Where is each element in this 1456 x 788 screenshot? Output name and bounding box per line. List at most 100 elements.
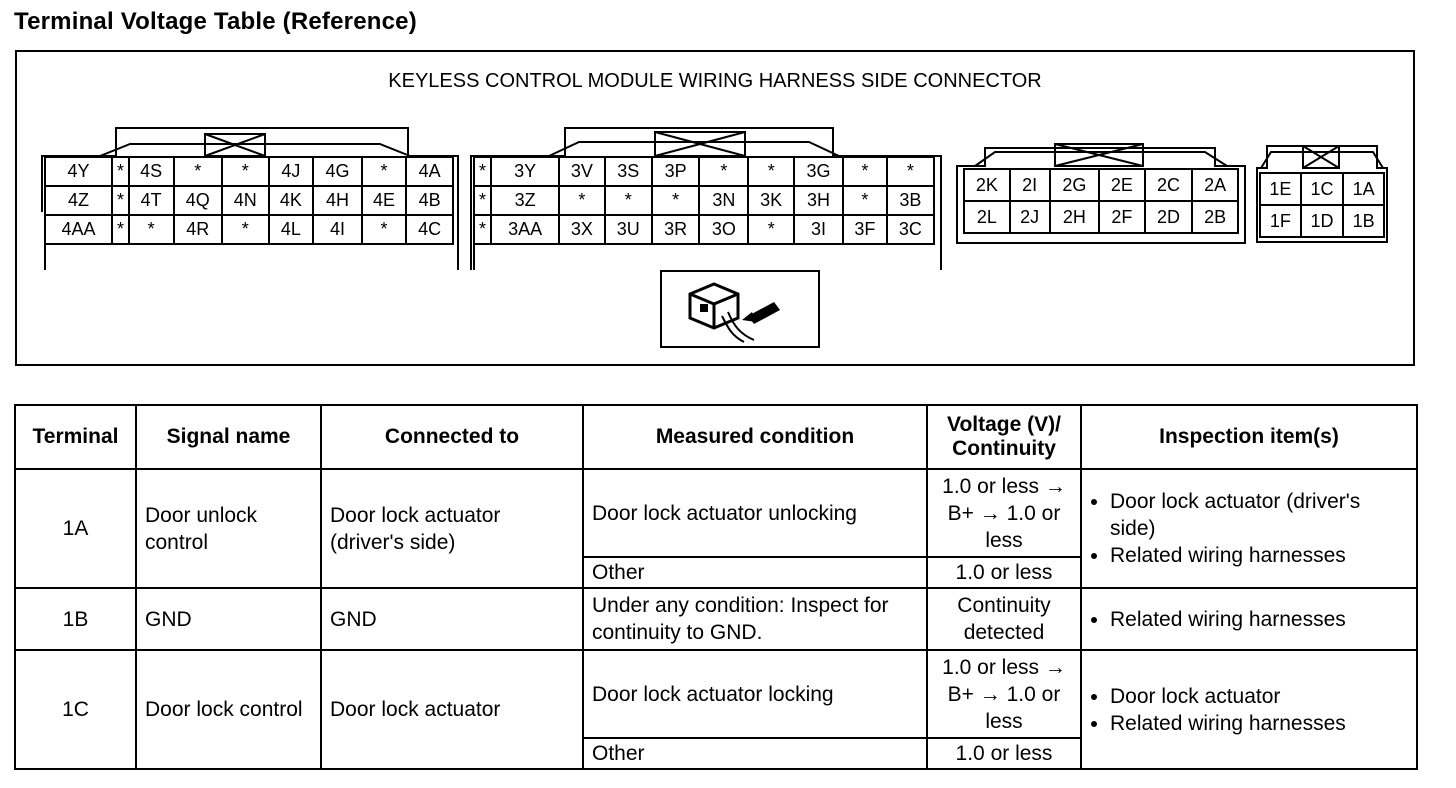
pin: 3C [885, 214, 936, 245]
pin: 4S [127, 156, 175, 187]
pin: 2E [1098, 168, 1146, 202]
pin: 4I [312, 214, 363, 245]
header-inspection: Inspection item(s) [1080, 404, 1418, 470]
cell-inspection: Door lock actuator Related wiring harnes… [1080, 649, 1418, 770]
cell-condition: Under any condition: Inspect for continu… [582, 587, 928, 651]
pin: 4G [312, 156, 363, 187]
table-row: Other 1.0 or less [15, 737, 1417, 770]
pin: 2A [1191, 168, 1239, 202]
header-voltage-line1: Voltage (V)/ [947, 413, 1061, 436]
cell-condition: Other [582, 737, 928, 770]
pin: * [172, 156, 223, 187]
pin: 4Q [172, 185, 223, 216]
cell-signal: GND [135, 587, 322, 651]
pin: 3Y [490, 156, 561, 187]
pin: 3X [558, 214, 606, 245]
pin: 2F [1098, 200, 1146, 234]
connector-2-grid: 2K 2I 2G 2E 2C 2A 2L 2J 2H 2F 2D 2B [963, 168, 1239, 234]
pin: 1F [1259, 204, 1302, 238]
cell-voltage: 1.0 or less [926, 556, 1082, 589]
pin: 4N [220, 185, 270, 216]
cell-voltage: Continuity detected [926, 587, 1082, 651]
cell-inspection: Door lock actuator (driver's side) Relat… [1080, 468, 1418, 589]
pin: 3I [792, 214, 845, 245]
pin: 2L [963, 200, 1011, 234]
inspection-item: Related wiring harnesses [1110, 542, 1408, 569]
pin: * [111, 214, 130, 245]
pin: 3H [792, 185, 845, 216]
pin: 3K [747, 185, 795, 216]
inspection-item: Related wiring harnesses [1110, 606, 1408, 633]
cell-connected: Door lock actuator [320, 649, 584, 770]
cell-condition: Other [582, 556, 928, 589]
pin: * [360, 214, 408, 245]
cell-connected: Door lock actuator (driver's side) [320, 468, 584, 589]
pin: 3S [603, 156, 653, 187]
connector-2-housing [956, 143, 1246, 244]
connector-3-grid: * 3Y 3V 3S 3P * * 3G * * * 3Z * * * 3N 3… [472, 156, 936, 245]
pin: 4AA [43, 214, 114, 245]
pin: 4H [312, 185, 363, 216]
pin: * [650, 185, 701, 216]
pin: * [885, 156, 936, 187]
pin: 2D [1143, 200, 1194, 234]
pin: 3O [698, 214, 750, 245]
cell-signal: Door unlock control [135, 468, 322, 589]
cell-signal: Door lock control [135, 649, 322, 770]
pin: 4Z [43, 185, 114, 216]
connector-4-grid: 4Y * 4S * * 4J 4G * 4A 4Z * 4T 4Q 4N 4K … [43, 156, 454, 245]
cell-voltage: 1.0 or less [926, 737, 1082, 770]
header-terminal: Terminal [14, 404, 137, 470]
connector-1-housing [1256, 145, 1388, 243]
pin: 3R [650, 214, 701, 245]
pin: 4L [267, 214, 315, 245]
pin: * [360, 156, 408, 187]
pin: * [220, 156, 270, 187]
pin: * [472, 214, 493, 245]
pin: * [747, 214, 795, 245]
pin: 2G [1048, 168, 1101, 202]
table-row: Other 1.0 or less [15, 556, 1417, 589]
cell-terminal: 1A [14, 468, 137, 589]
pin: * [111, 185, 130, 216]
connector-4-housing [41, 127, 459, 270]
header-voltage-line2: Continuity [952, 437, 1056, 460]
pin: 1A [1342, 172, 1385, 206]
table-row: 1C Door lock control Door lock actuator … [14, 649, 1418, 770]
pin: 4A [405, 156, 454, 187]
cell-connected: GND [320, 587, 584, 651]
header-signal-name: Signal name [135, 404, 322, 470]
table-row: 1B GND GND Under any condition: Inspect … [14, 587, 1418, 651]
cell-terminal: 1C [14, 649, 137, 770]
pin: 3B [885, 185, 936, 216]
diagram-caption: KEYLESS CONTROL MODULE WIRING HARNESS SI… [388, 70, 1042, 92]
header-voltage: Voltage (V)/ Continuity [926, 404, 1082, 470]
header-connected-to: Connected to [320, 404, 584, 470]
pin: 4T [127, 185, 175, 216]
cell-condition: Door lock actuator unlocking [582, 468, 928, 558]
connector-1-grid: 1E 1C 1A 1F 1D 1B [1259, 172, 1385, 238]
pin: 2B [1191, 200, 1239, 234]
pin: * [603, 185, 653, 216]
pin: 4B [405, 185, 454, 216]
cell-terminal: 1B [14, 587, 137, 651]
cell-voltage: 1.0 or less → B+ → 1.0 or less [926, 468, 1082, 558]
cell-condition: Door lock actuator locking [582, 649, 928, 739]
inspection-item: Related wiring harnesses [1110, 710, 1408, 737]
pin: 3V [558, 156, 606, 187]
pin: 3F [842, 214, 888, 245]
pin: 2K [963, 168, 1011, 202]
harness-side-view-icon [660, 270, 820, 348]
pin: 1D [1299, 204, 1345, 238]
pin: * [472, 185, 493, 216]
pin: * [127, 214, 175, 245]
header-measured-condition: Measured condition [582, 404, 928, 470]
pin: 3P [650, 156, 701, 187]
pin: 4E [360, 185, 408, 216]
pin: * [842, 185, 888, 216]
pin: * [220, 214, 270, 245]
pin: * [698, 156, 750, 187]
terminal-voltage-table: Terminal Signal name Connected to Measur… [14, 404, 1418, 770]
cell-voltage: 1.0 or less → B+ → 1.0 or less [926, 649, 1082, 739]
pin: 4K [267, 185, 315, 216]
